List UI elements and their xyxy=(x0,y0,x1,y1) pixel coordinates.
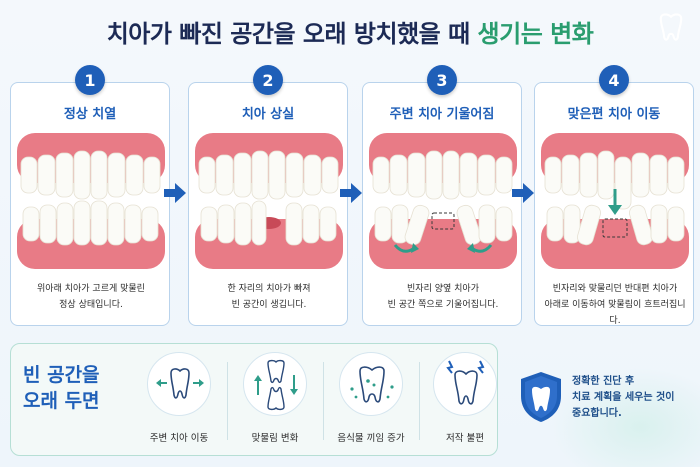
desc-line: 아래로 이동하여 맞물림이 흐트러집니다. xyxy=(544,300,686,326)
advice-text: 정확한 진단 후 치료 계획을 세우는 것이 중요합니다. xyxy=(572,374,692,422)
title-line: 오래 두면 xyxy=(23,390,100,412)
icon-circle xyxy=(147,352,211,416)
icon-circle xyxy=(243,352,307,416)
arrow-right-icon xyxy=(512,183,534,203)
stage-card-3: 3 주변 치아 기울어짐 빈자리 양옆 치아가 빈 공간 쪽으로 기울어집니다. xyxy=(362,65,522,326)
chewing-pain-icon xyxy=(446,360,485,405)
consequence-label: 맞물림 변화 xyxy=(251,433,299,444)
divider xyxy=(227,362,228,440)
advice-line: 치료 계획을 세우는 것이 xyxy=(572,392,675,403)
opposing-tooth-shift-illustration xyxy=(541,133,689,269)
tooth-shift-icon xyxy=(156,368,204,399)
stage-description: 위아래 치아가 고르게 맞물린 정상 상태입니다. xyxy=(15,281,167,313)
consequence-item: 음식물 끼임 증가 xyxy=(329,352,413,452)
title-line: 빈 공간을 xyxy=(23,364,100,386)
consequence-label: 음식물 끼임 증가 xyxy=(337,433,405,444)
bite-change-icon xyxy=(254,359,298,411)
stage-number-badge: 3 xyxy=(427,65,457,95)
stage-description: 빈자리 양옆 치아가 빈 공간 쪽으로 기울어집니다. xyxy=(367,281,519,313)
desc-line: 빈 공간 쪽으로 기울어집니다. xyxy=(387,300,499,310)
stage-title: 치아 상실 xyxy=(241,107,295,122)
desc-line: 위아래 치아가 고르게 맞물린 xyxy=(37,284,145,294)
advice-line: 중요합니다. xyxy=(572,408,622,419)
stage-card-4: 4 맞은편 치아 이동 빈자리와 맞물리던 반대편 치아가 아래로 이동하여 맞… xyxy=(534,65,694,329)
icon-circle xyxy=(433,352,497,416)
arrow-right-icon xyxy=(164,183,186,203)
stage-description: 빈자리와 맞물리던 반대편 치아가 아래로 이동하여 맞물림이 흐트러집니다. xyxy=(539,281,691,329)
stage-card-1: 1 정상 치열 위아래 치아가 고르게 맞물린 정상 상태입니다. xyxy=(10,65,170,326)
tooth-loss-illustration xyxy=(195,133,343,269)
desc-line: 빈자리와 맞물리던 반대편 치아가 xyxy=(552,284,678,294)
normal-teeth-illustration xyxy=(17,133,165,269)
desc-line: 정상 상태입니다. xyxy=(59,300,123,310)
title-main: 치아가 빠진 공간을 오래 방치했을 때 xyxy=(106,20,470,48)
desc-line: 빈자리 양옆 치아가 xyxy=(407,284,479,294)
stage-card-2: 2 치아 상실 한 자리의 치아가 빠져 빈 공간이 생깁니다. xyxy=(188,65,348,326)
food-trap-icon xyxy=(350,366,394,403)
divider xyxy=(419,362,420,440)
desc-line: 한 자리의 치아가 빠져 xyxy=(227,284,311,294)
consequences-panel: 빈 공간을 오래 두면 주변 치아 이동 맞물림 변화 xyxy=(10,343,498,456)
stage-title: 맞은편 치아 이동 xyxy=(567,107,661,122)
consequences-title: 빈 공간을 오래 두면 xyxy=(23,362,133,414)
desc-line: 빈 공간이 생깁니다. xyxy=(231,300,307,310)
consequence-item: 맞물림 변화 xyxy=(233,352,317,452)
advice-line: 정확한 진단 후 xyxy=(572,376,635,387)
stage-title: 정상 치열 xyxy=(63,107,117,122)
consequence-item: 저작 불편 xyxy=(423,352,507,452)
stage-number-badge: 2 xyxy=(253,65,283,95)
tooth-logo-icon xyxy=(659,13,683,41)
shield-tooth-icon xyxy=(521,372,561,422)
title-highlight: 생기는 변화 xyxy=(477,20,594,48)
consequence-label: 주변 치아 이동 xyxy=(149,433,209,444)
tilting-teeth-illustration xyxy=(369,133,517,269)
arrow-right-icon xyxy=(340,183,362,203)
stage-number-badge: 4 xyxy=(599,65,629,95)
page-title: 치아가 빠진 공간을 오래 방치했을 때 생기는 변화 xyxy=(0,14,700,49)
stage-title: 주변 치아 기울어짐 xyxy=(389,107,495,122)
consequence-item: 주변 치아 이동 xyxy=(137,352,221,452)
consequence-label: 저작 불편 xyxy=(446,433,484,444)
stage-description: 한 자리의 치아가 빠져 빈 공간이 생깁니다. xyxy=(193,281,345,313)
icon-circle xyxy=(339,352,403,416)
divider xyxy=(323,362,324,440)
stage-number-badge: 1 xyxy=(75,65,105,95)
